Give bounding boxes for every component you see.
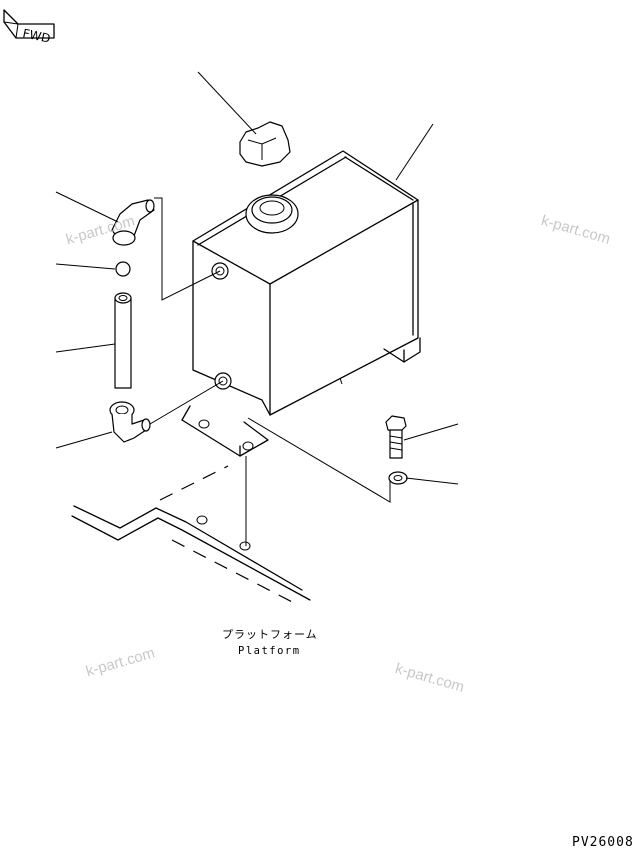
routing-line <box>247 417 391 503</box>
drawing-code: PV26008 <box>572 835 634 850</box>
platform-hole <box>196 515 208 525</box>
forward-arrow-icon: FWD <box>3 9 55 46</box>
routing-line <box>149 380 224 425</box>
bracket-hole <box>198 419 210 429</box>
hydraulic-tank <box>181 150 421 457</box>
platform-hole <box>239 541 251 551</box>
hose <box>114 292 132 389</box>
o-ring <box>115 261 131 277</box>
elbow-lower <box>109 401 151 443</box>
platform-label-english: Platform <box>238 645 301 657</box>
platform-label-japanese: プラットフォーム <box>222 628 318 641</box>
leader-lines <box>55 71 459 485</box>
fwd-label: FWD <box>21 26 51 46</box>
routing-line <box>154 197 221 301</box>
elbow-upper <box>111 199 155 246</box>
bracket-hole <box>242 441 254 451</box>
washer <box>388 471 408 485</box>
platform <box>71 465 311 607</box>
filler-cap <box>239 121 291 167</box>
bolt <box>385 415 407 459</box>
